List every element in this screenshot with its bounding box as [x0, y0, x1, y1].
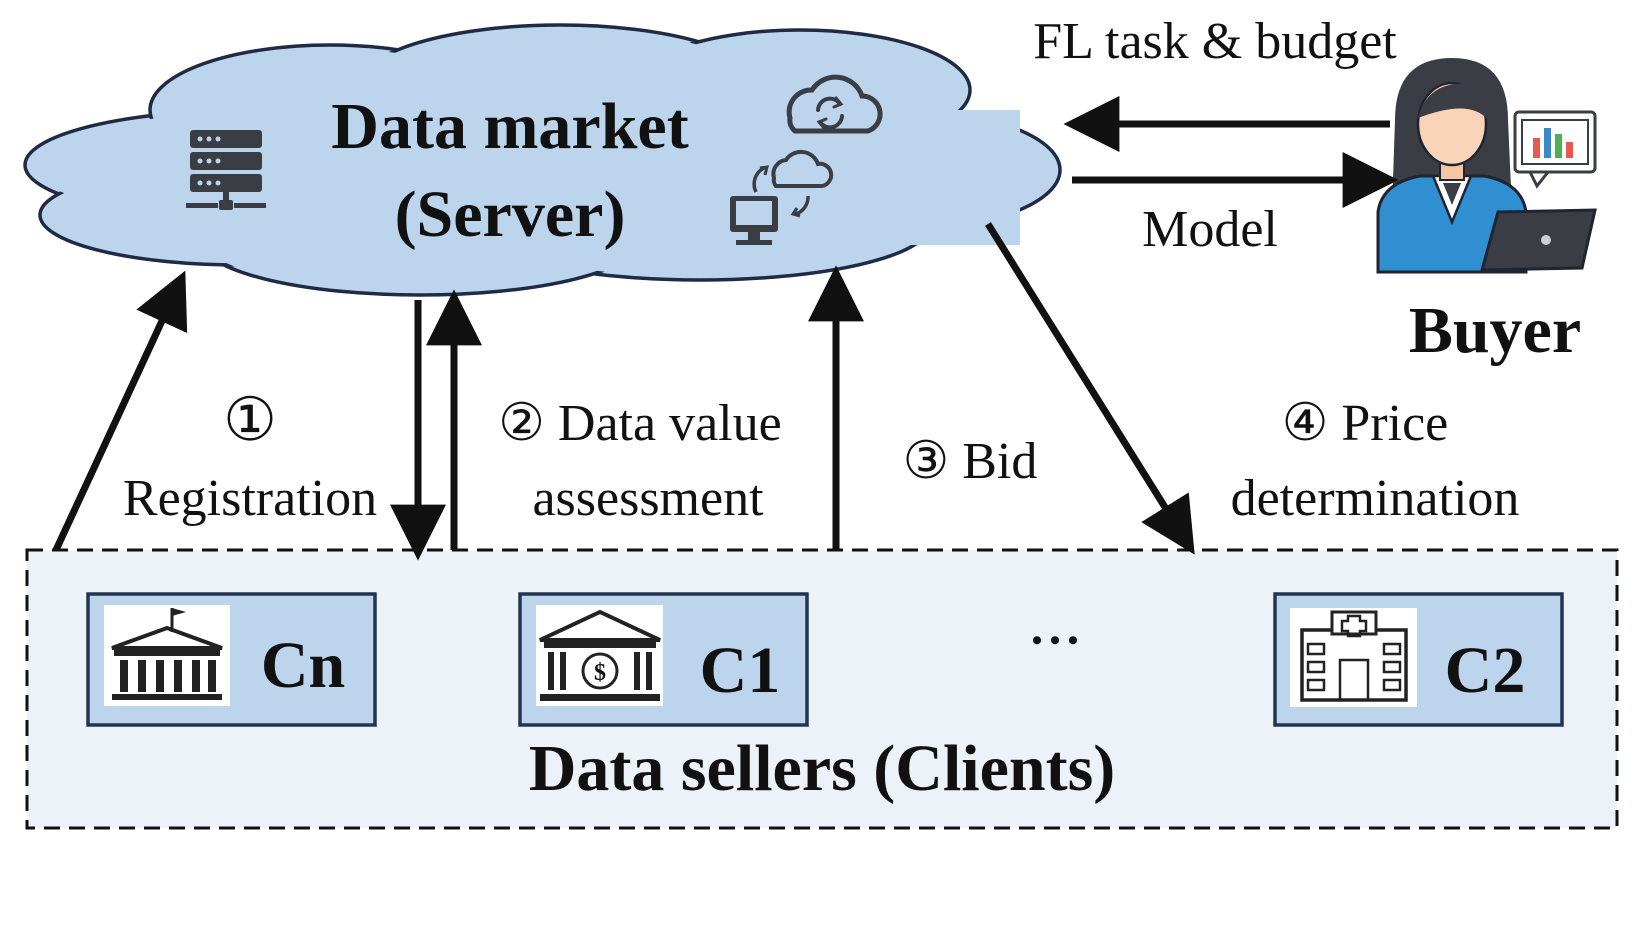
step3-label: ③ Bid: [903, 433, 1038, 490]
client-c1-label: C1: [700, 634, 781, 707]
fl-task-budget-label: FL task & budget: [1033, 13, 1397, 70]
step2-line1: ② Data value: [498, 395, 781, 452]
registration-arrow: [52, 270, 188, 552]
step1-number: ①: [223, 387, 277, 453]
chart-bubble-icon: [1513, 110, 1597, 189]
svg-text:$: $: [594, 660, 606, 686]
client-cn-card: Cn: [86, 592, 377, 727]
buyer-avatar: [1376, 58, 1597, 274]
cloud-sync-icon: [786, 74, 883, 134]
client-c2-label: C2: [1445, 634, 1526, 707]
bank-building-icon: $: [536, 605, 663, 706]
client-cn-label: Cn: [261, 629, 345, 702]
step2-line2: assessment: [532, 470, 764, 527]
step4-line1: ④ Price: [1282, 395, 1448, 452]
server-title-line1: Data market: [331, 90, 688, 163]
buyer-label: Buyer: [1409, 294, 1581, 367]
step1-label: Registration: [123, 470, 377, 527]
clients-group-label: Data sellers (Clients): [529, 732, 1116, 805]
server-rack-icon: [186, 130, 266, 210]
client-c2-card: C2: [1273, 592, 1564, 727]
clients-ellipsis: • • •: [1032, 624, 1079, 657]
client-c1-card: $ C1: [518, 592, 809, 727]
arrows: [52, 96, 1399, 561]
price-arrow: [985, 222, 1195, 555]
computer-cloud-icon: [730, 149, 834, 245]
government-building-icon: [104, 605, 230, 706]
model-label: Model: [1142, 201, 1278, 258]
server-title-line2: (Server): [395, 178, 626, 251]
hospital-icon: [1290, 608, 1417, 707]
step4-line2: determination: [1231, 470, 1520, 527]
